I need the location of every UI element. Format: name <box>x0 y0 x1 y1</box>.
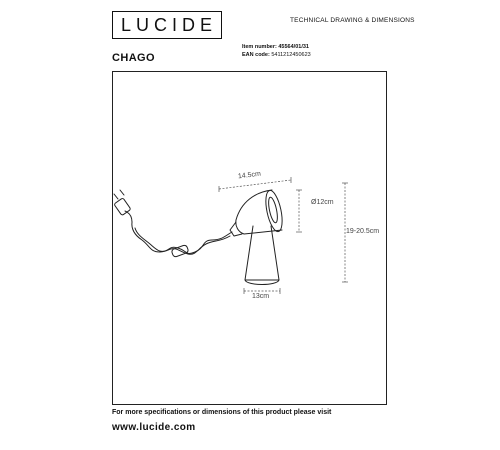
lamp-stand <box>244 225 280 285</box>
footer-note: For more specifications or dimensions of… <box>112 409 332 416</box>
ean-label: EAN code: <box>242 52 270 58</box>
brand-logo: LUCIDE <box>112 11 222 39</box>
plug-icon <box>113 189 133 223</box>
height-label: 19-20.5cm <box>346 228 380 235</box>
website-link[interactable]: www.lucide.com <box>112 422 196 433</box>
item-number-value: 45564/01/31 <box>278 44 309 50</box>
length-dimension-line <box>218 179 292 190</box>
base-width-label: 13cm <box>252 293 270 300</box>
ean-line: EAN code: 5411212450623 <box>242 52 311 59</box>
document-type: TECHNICAL DRAWING & DIMENSIONS <box>290 17 415 24</box>
lamp-head <box>229 189 283 237</box>
item-number-label: Item number: <box>242 44 277 50</box>
power-cord <box>131 221 233 254</box>
item-number-line: Item number: 45564/01/31 <box>242 44 309 51</box>
diameter-label: Ø12cm <box>311 199 334 206</box>
cord-switch-icon <box>171 244 189 258</box>
drawing-frame <box>112 71 387 405</box>
ean-value: 5411212450623 <box>271 52 311 58</box>
product-name: CHAGO <box>112 52 155 64</box>
brand-logo-text: LUCIDE <box>120 14 217 35</box>
